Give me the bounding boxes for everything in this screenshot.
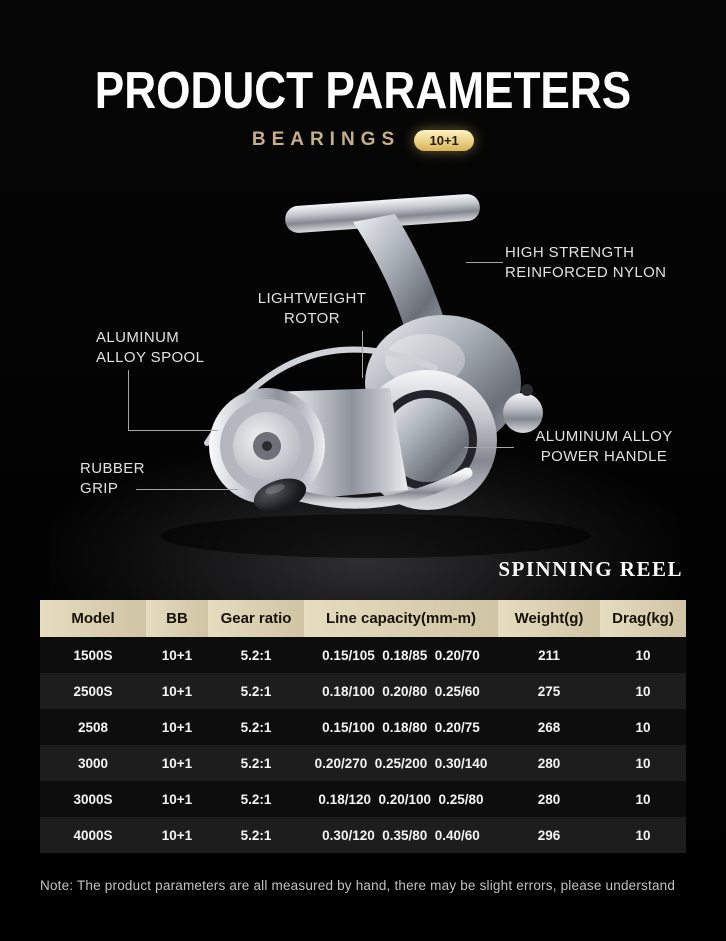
table-row: 3000S 10+1 5.2:1 0.18/120 0.20/100 0.25/… <box>40 781 686 817</box>
handle-arm <box>294 467 473 509</box>
cell-model: 4000S <box>73 827 113 843</box>
callout-line-spool-vertical <box>128 370 129 431</box>
callout-power-handle: ALUMINUM ALLOY POWER HANDLE <box>535 428 673 465</box>
cell-drag: 10 <box>635 827 651 843</box>
cell-gear: 5.2:1 <box>240 755 272 771</box>
cell-weight: 211 <box>538 647 560 663</box>
cell-drag: 10 <box>635 719 651 735</box>
cell-drag: 10 <box>635 755 651 771</box>
table-row: 2508 10+1 5.2:1 0.15/100 0.18/80 0.20/75… <box>40 709 686 745</box>
callout-lightweight-rotor: LIGHTWEIGHT ROTOR <box>257 290 367 327</box>
cell-bb: 10+1 <box>161 647 193 663</box>
cell-gear: 5.2:1 <box>240 719 272 735</box>
reel-foot <box>285 194 480 233</box>
cell-model: 2508 <box>77 719 109 735</box>
cell-weight: 280 <box>537 791 561 807</box>
cell-drag: 10 <box>635 647 651 663</box>
series-title: SPINNING REEL <box>498 557 683 581</box>
cell-line-capacity: 0.20/270 0.25/200 0.30/140 <box>314 755 488 771</box>
rotor-hub <box>385 398 469 482</box>
cell-weight: 268 <box>537 719 561 735</box>
callout-line-handle <box>464 447 514 448</box>
grip-knob <box>253 478 307 512</box>
cell-line-capacity: 0.18/120 0.20/100 0.25/80 <box>318 791 484 807</box>
spinning-reel-image <box>160 194 590 558</box>
cell-weight: 280 <box>537 755 561 771</box>
note-text: Note: The product parameters are all mea… <box>40 878 676 893</box>
col-header-drag: Drag(kg) <box>600 600 686 637</box>
col-header-gear-ratio: Gear ratio <box>208 600 304 637</box>
cell-weight: 296 <box>537 827 561 843</box>
cell-gear: 5.2:1 <box>240 647 272 663</box>
spool-pin <box>262 441 272 451</box>
bearings-count-badge: 10+1 <box>414 129 475 151</box>
bearings-label: BEARINGS <box>251 129 401 150</box>
page-title: PRODUCT PARAMETERS <box>94 61 632 120</box>
cell-model: 3000 <box>77 755 109 771</box>
callout-line-rotor <box>362 331 363 378</box>
cell-model: 1500S <box>73 647 113 663</box>
col-header-model: Model <box>40 600 146 637</box>
callout-line-spool-horizontal <box>128 430 218 431</box>
grip-highlight <box>265 484 285 494</box>
cell-model: 2500S <box>73 683 113 699</box>
spec-table: Model BB Gear ratio Line capacity(mm-m) … <box>40 600 686 853</box>
cell-gear: 5.2:1 <box>240 683 272 699</box>
cell-model: 3000S <box>73 791 113 807</box>
callout-rubber-grip: RUBBER GRIP <box>80 460 145 497</box>
cell-bb: 10+1 <box>161 755 193 771</box>
cell-gear: 5.2:1 <box>240 791 272 807</box>
body-screw <box>521 384 533 396</box>
table-row: 2500S 10+1 5.2:1 0.18/100 0.20/80 0.25/6… <box>40 673 686 709</box>
reel-shadow <box>160 514 590 558</box>
cell-drag: 10 <box>635 683 651 699</box>
cell-weight: 275 <box>537 683 561 699</box>
reel-stem <box>353 214 447 336</box>
drag-knob <box>503 393 543 433</box>
table-row: 3000 10+1 5.2:1 0.20/270 0.25/200 0.30/1… <box>40 745 686 781</box>
table-row: 1500S 10+1 5.2:1 0.15/105 0.18/85 0.20/7… <box>40 637 686 673</box>
callout-reinforced-nylon: HIGH STRENGTH REINFORCED NYLON <box>505 244 667 281</box>
bearings-row: BEARINGS 10+1 <box>0 129 726 151</box>
cell-line-capacity: 0.18/100 0.20/80 0.25/60 <box>322 683 480 699</box>
cell-bb: 10+1 <box>161 791 193 807</box>
cell-bb: 10+1 <box>161 827 193 843</box>
col-header-weight: Weight(g) <box>498 600 600 637</box>
callout-line-grip <box>136 489 238 490</box>
cell-bb: 10+1 <box>161 719 193 735</box>
cell-drag: 10 <box>635 791 651 807</box>
table-header-row: Model BB Gear ratio Line capacity(mm-m) … <box>40 600 686 637</box>
cell-line-capacity: 0.15/105 0.18/85 0.20/70 <box>322 647 480 663</box>
col-header-line-capacity: Line capacity(mm-m) <box>304 600 498 637</box>
col-header-bb: BB <box>146 600 208 637</box>
callout-alloy-spool: ALUMINUM ALLOY SPOOL <box>96 329 205 366</box>
cell-gear: 5.2:1 <box>240 827 272 843</box>
table-row: 4000S 10+1 5.2:1 0.30/120 0.35/80 0.40/6… <box>40 817 686 853</box>
cell-bb: 10+1 <box>161 683 193 699</box>
cell-line-capacity: 0.30/120 0.35/80 0.40/60 <box>322 827 480 843</box>
cell-line-capacity: 0.15/100 0.18/80 0.20/75 <box>322 719 480 735</box>
callout-line-nylon <box>466 262 503 263</box>
